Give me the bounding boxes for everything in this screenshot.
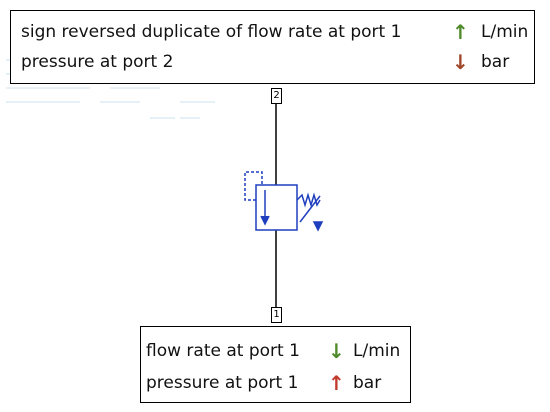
down-arrow-icon[interactable]: ↓ <box>328 339 345 363</box>
port-1-label[interactable]: 1 <box>271 307 282 323</box>
valve-icon[interactable] <box>244 171 324 232</box>
row-unit: L/min <box>481 22 529 42</box>
up-arrow-icon[interactable]: ↑ <box>328 371 345 395</box>
down-arrow-icon[interactable]: ↓ <box>452 50 469 74</box>
bottom-row-flow: flow rate at port 1 ↓ L/min <box>141 338 410 364</box>
row-label: sign reversed duplicate of flow rate at … <box>21 22 402 42</box>
port-2-info-panel: sign reversed duplicate of flow rate at … <box>10 10 535 84</box>
row-label: pressure at port 1 <box>146 373 299 393</box>
row-label: flow rate at port 1 <box>146 341 300 361</box>
row-unit: L/min <box>353 341 401 361</box>
row-label: pressure at port 2 <box>21 52 174 72</box>
port-2-label[interactable]: 2 <box>271 88 282 104</box>
bottom-row-pressure: pressure at port 1 ↑ bar <box>141 370 410 396</box>
port-1-info-panel: flow rate at port 1 ↓ L/min pressure at … <box>140 326 411 403</box>
row-unit: bar <box>481 52 510 72</box>
top-row-pressure: pressure at port 2 ↓ bar <box>11 49 534 75</box>
row-unit: bar <box>353 373 382 393</box>
up-arrow-icon[interactable]: ↑ <box>452 20 469 44</box>
top-row-flow: sign reversed duplicate of flow rate at … <box>11 19 534 45</box>
